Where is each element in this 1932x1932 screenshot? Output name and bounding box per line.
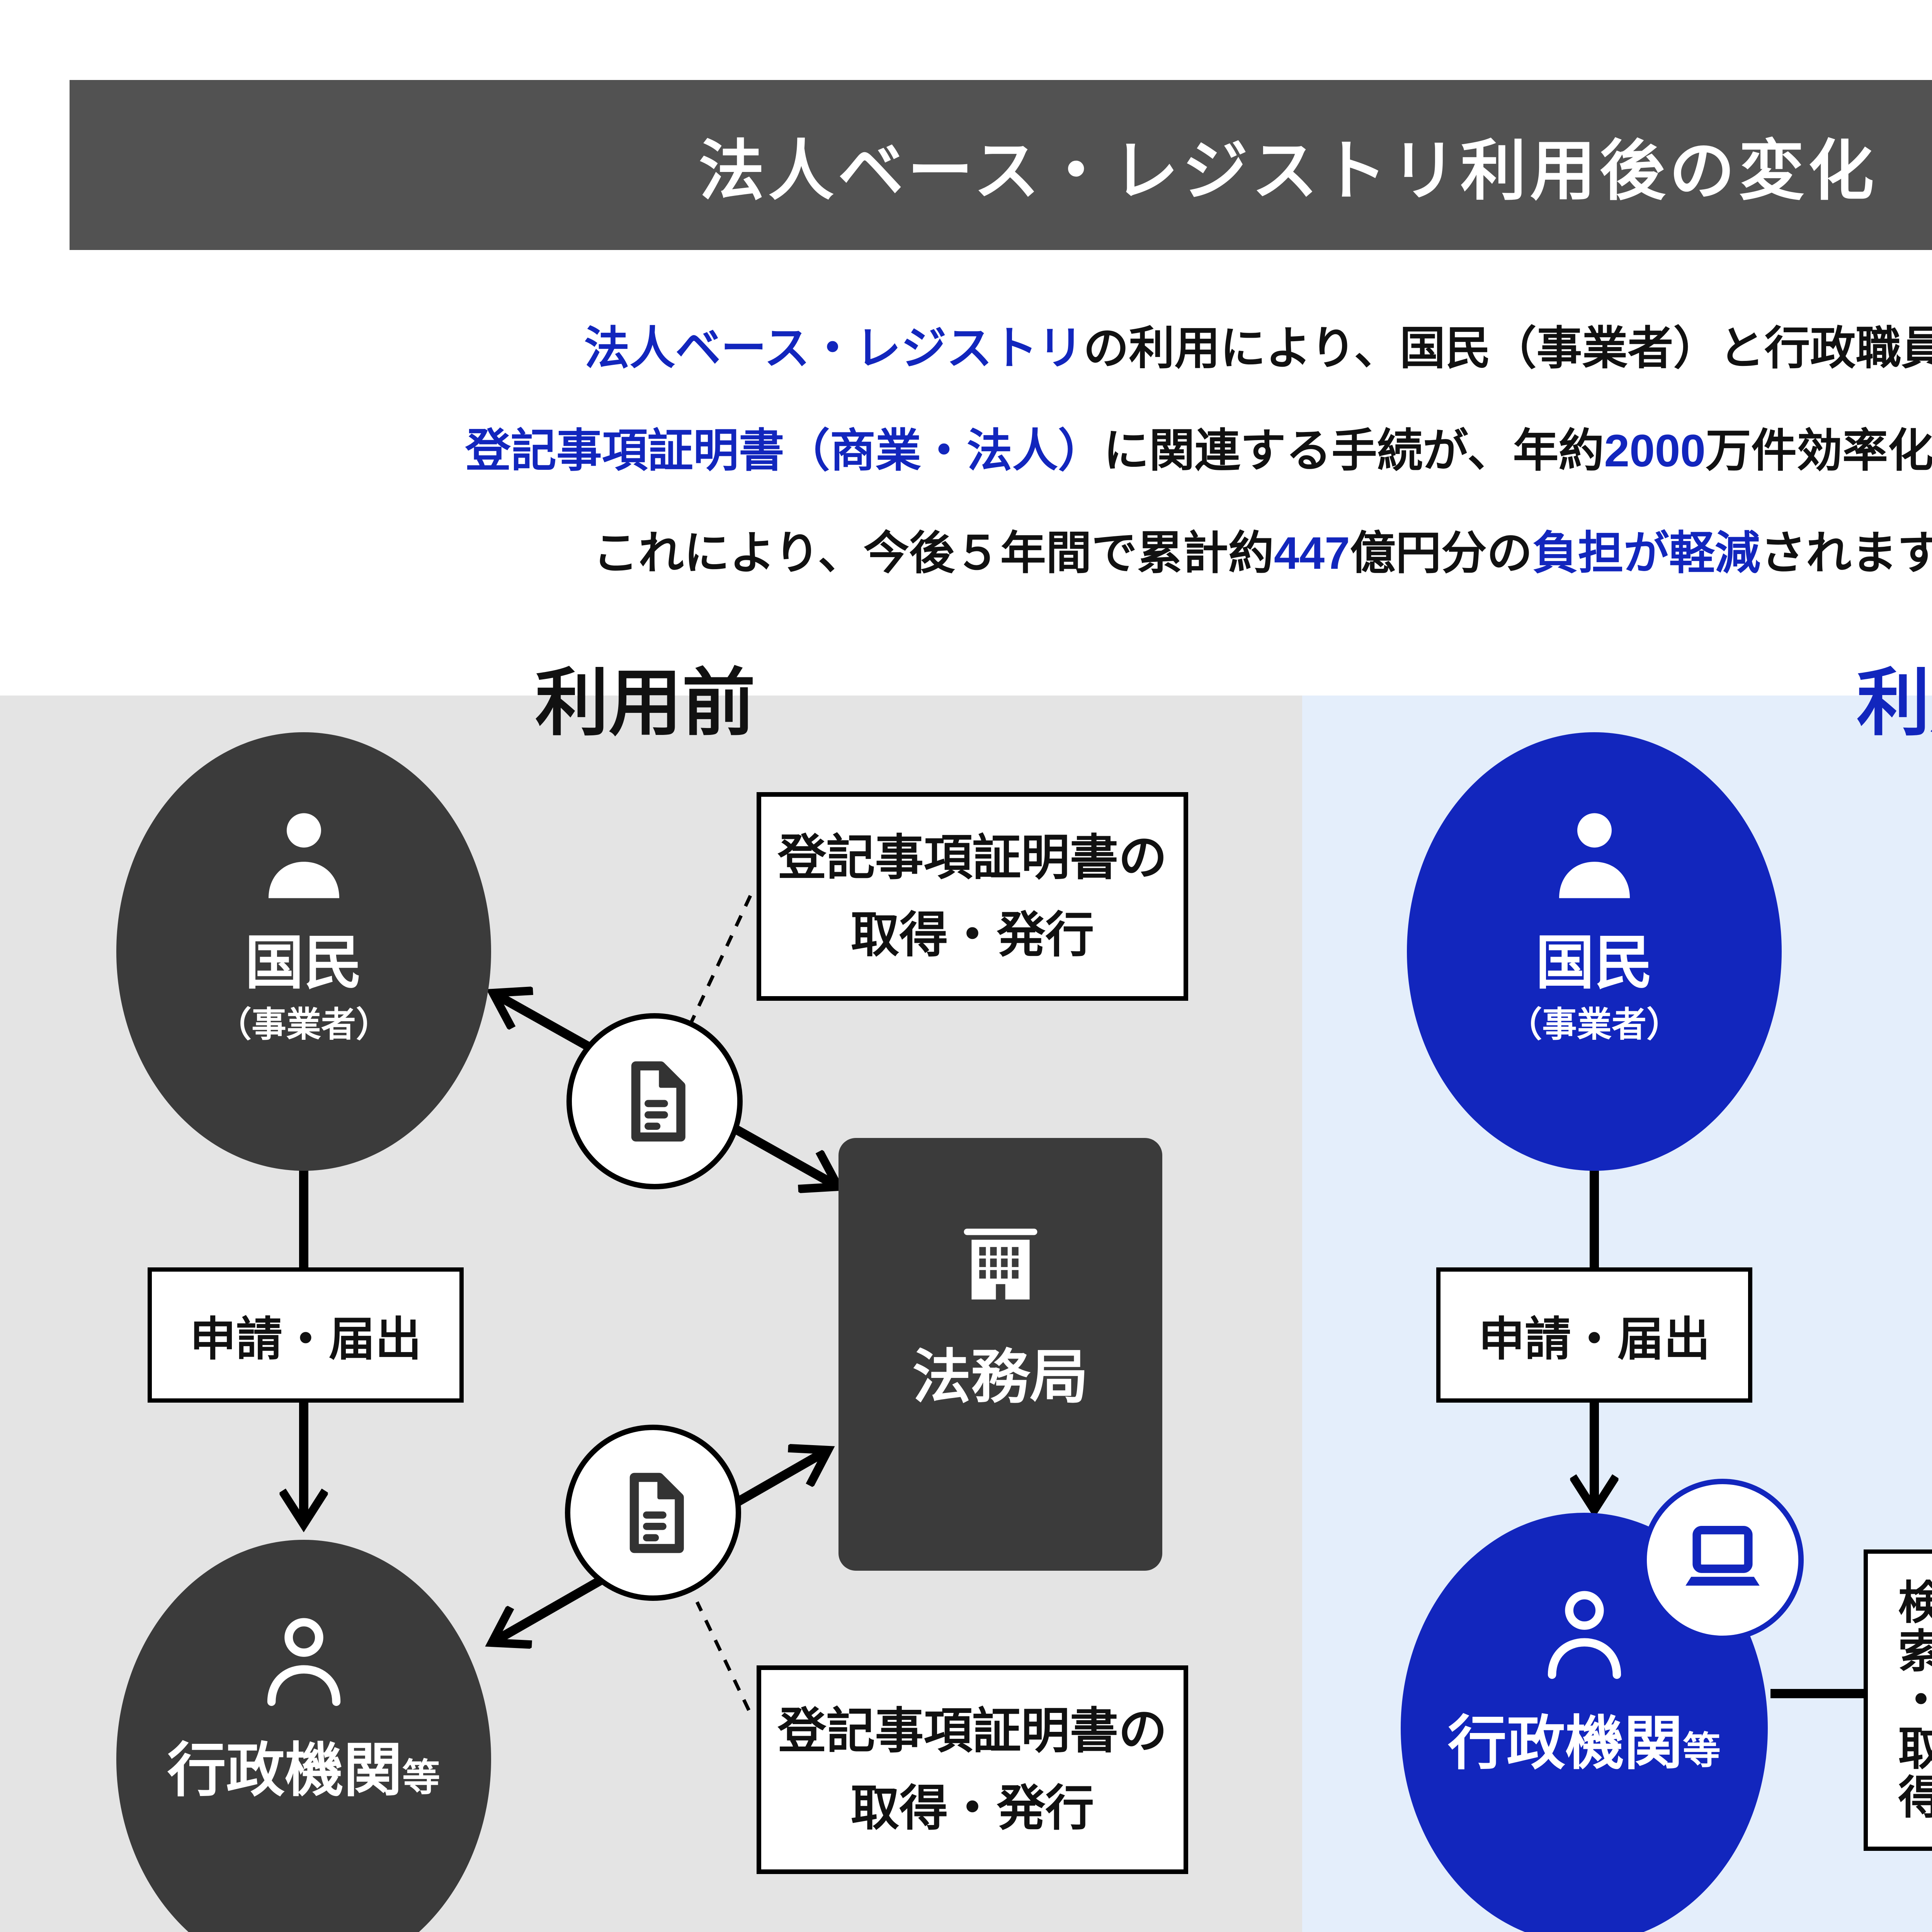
apply-label-after: 申請・届出 [1436,1267,1752,1403]
cert-box-top: 登記事項証明書の 取得・発行 [757,792,1188,1001]
intro-line-1: 法人ベース・レジストリの利用により、国民（事業者）と行政職員の [0,298,1932,400]
laptop-icon [1685,1526,1760,1586]
intro-text: 法人ベース・レジストリの利用により、国民（事業者）と行政職員の 登記事項証明書（… [0,298,1932,605]
document-icon [631,1061,685,1141]
citizen-node-before: 国民 （事業者） [116,732,491,1171]
agency-label-after-main: 行政機関 [1447,1711,1683,1776]
intro-line3-number: 447 [1274,528,1350,579]
cert-box-bottom-line2: 取得・発行 [850,1781,1094,1835]
citizen-sublabel-after: （事業者） [1507,1005,1681,1044]
search-label-text: 検索・取得 [1891,1578,1932,1822]
building-icon [964,1228,1037,1300]
intro-line-2: 登記事項証明書（商業・法人）に関連する手続が、年約2000万件効率化します。 [0,400,1932,502]
apply-label-before-text: 申請・届出 [190,1313,422,1365]
cert-box-top-line1: 登記事項証明書の [777,830,1167,885]
intro-line1-rest: の利用により、国民（事業者）と行政職員の [1083,323,1932,374]
search-label-box: 検索・取得 [1864,1549,1932,1851]
intro-line2-mid: に関連する手続が、年約 [1103,425,1604,476]
citizen-sublabel-before: （事業者） [217,1005,391,1044]
person-outline-icon [1548,1591,1621,1679]
title-banner: 法人ベース・レジストリ利用後の変化 [70,80,1932,250]
intro-line3-lead: これにより、今後５年間で累計約 [592,528,1274,579]
agency-label-before: 行政機関等 [167,1737,440,1804]
apply-label-after-text: 申請・届出 [1478,1313,1710,1365]
document-badge-bottom [565,1425,741,1601]
cert-box-bottom: 登記事項証明書の 取得・発行 [757,1665,1188,1874]
intro-line3-mid: 億円分の [1350,528,1532,579]
citizen-label-after: 国民 [1536,930,1653,996]
heading-after: 利用後 [1856,662,1932,744]
document-badge-top [566,1013,743,1189]
cert-box-top-line2: 取得・発行 [850,908,1094,962]
intro-line3-highlight: 負担が軽減 [1532,528,1760,579]
person-icon [268,813,339,898]
person-outline-icon [267,1618,340,1706]
legal-affairs-bureau-label: 法務局 [912,1344,1088,1410]
document-icon [629,1473,684,1553]
laptop-badge [1641,1479,1804,1641]
intro-line2-number: 2000 [1604,425,1706,476]
legal-affairs-bureau-node: 法務局 [838,1138,1162,1571]
cert-box-bottom-line1: 登記事項証明書の [777,1704,1167,1758]
intro-line2-highlight: 登記事項証明書（商業・法人） [465,425,1104,476]
citizen-label-before: 国民 [245,930,362,996]
intro-line2-rest: 万件効率化します。 [1705,425,1932,476]
dashed-link-bottom [695,1601,751,1711]
page-title: 法人ベース・レジストリ利用後の変化 [699,134,1878,208]
intro-line1-highlight: 法人ベース・レジストリ [584,323,1083,374]
apply-label-before: 申請・届出 [148,1267,464,1403]
intro-line-3: これにより、今後５年間で累計約447億円分の負担が軽減されます。 [0,502,1932,605]
agency-node-before: 行政機関等 [116,1540,491,1932]
heading-before: 利用前 [535,662,756,744]
agency-label-before-suffix: 等 [402,1756,440,1799]
agency-label-before-main: 行政機関 [167,1738,402,1803]
dashed-link-top [688,895,752,1026]
agency-label-after: 行政機関等 [1448,1710,1721,1777]
citizen-node-after: 国民 （事業者） [1407,732,1782,1171]
agency-label-after-suffix: 等 [1682,1729,1721,1772]
person-icon [1559,813,1630,898]
intro-line3-rest: されます。 [1760,528,1932,579]
